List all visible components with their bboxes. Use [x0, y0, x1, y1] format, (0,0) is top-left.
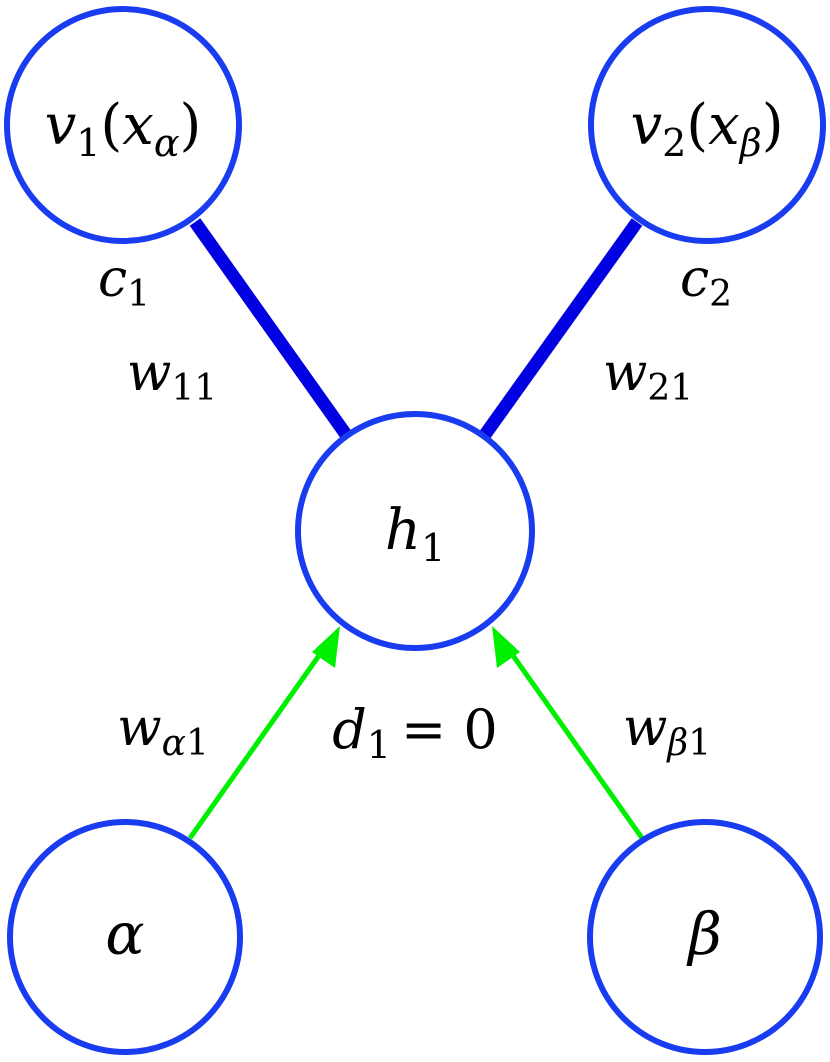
node-alpha-label: α: [105, 900, 144, 968]
node-v1: v1(xα): [4, 6, 242, 244]
label-w-alpha1: wα1: [117, 698, 209, 764]
node-beta-label: β: [686, 900, 722, 968]
arrow-alpha-h1: [187, 638, 333, 840]
arrowhead-alpha: [312, 626, 340, 668]
label-w-beta1: wβ1: [623, 698, 711, 764]
label-w21: w21: [603, 343, 693, 409]
arrowhead-beta: [492, 626, 520, 668]
node-alpha: α: [7, 819, 243, 1055]
node-v2-circle: [588, 6, 826, 244]
node-beta-circle: [587, 819, 823, 1055]
node-v1-circle: [4, 6, 242, 244]
node-h1: h1: [295, 411, 535, 651]
node-v2: v2(xβ): [588, 6, 826, 244]
node-h1-circle: [295, 411, 535, 651]
node-beta: β: [587, 819, 823, 1055]
node-alpha-circle: [7, 819, 243, 1055]
label-c1: c1: [98, 249, 150, 315]
node-h1-label: h1: [385, 498, 445, 570]
node-v2-label: v2(xβ): [630, 93, 783, 165]
label-d1: d1= 0: [332, 698, 498, 767]
arrow-beta-h1: [499, 638, 645, 840]
edge-v1-h1: [189, 218, 353, 440]
label-w11: w11: [127, 343, 217, 409]
edge-v2-h1: [478, 218, 643, 440]
node-v1-label: v1(xα): [45, 93, 202, 165]
label-c2: c2: [680, 249, 732, 315]
